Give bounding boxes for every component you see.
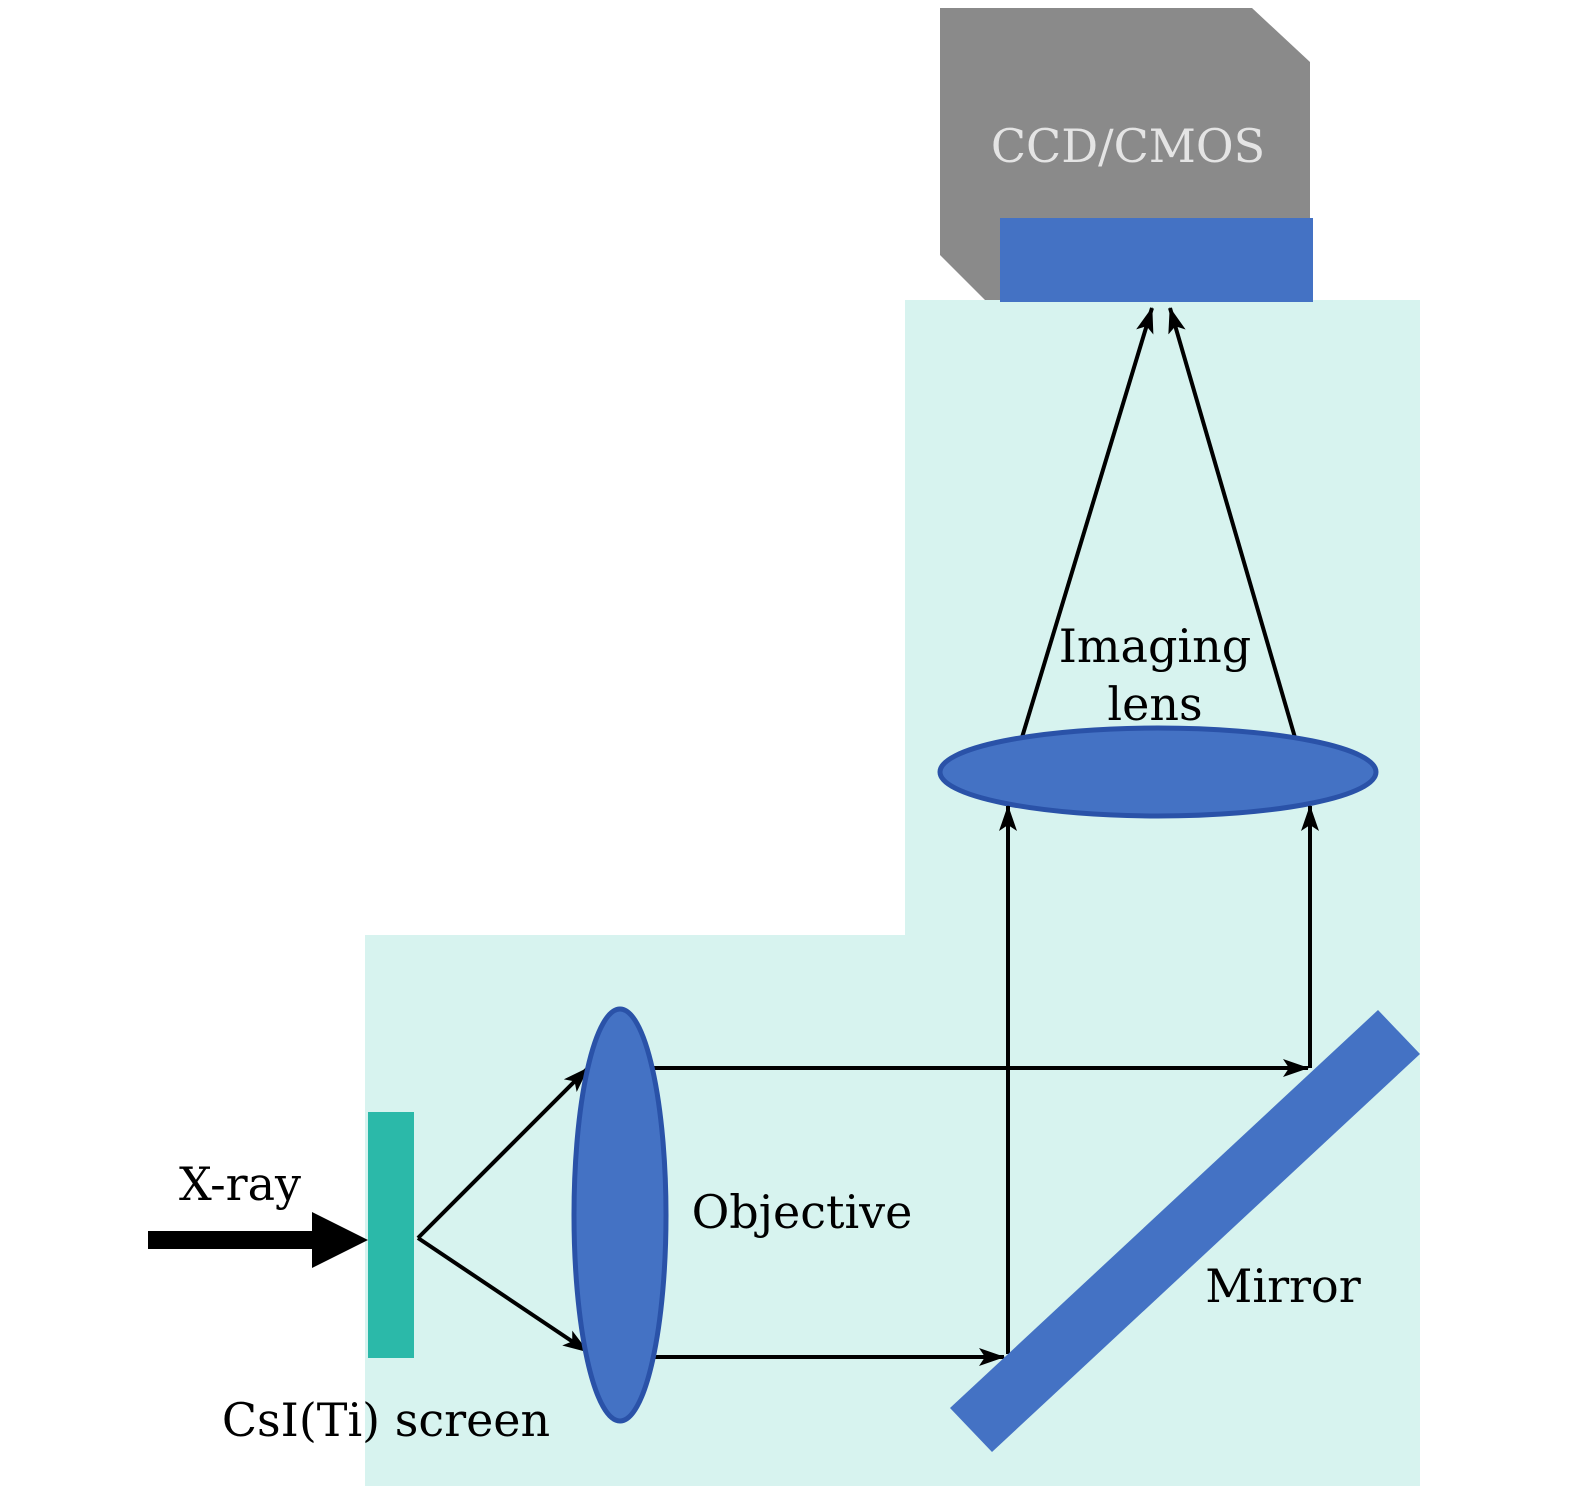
mirror bbox=[950, 1010, 1420, 1452]
xray-label: X-ray bbox=[179, 1157, 301, 1211]
scintillator-screen bbox=[368, 1112, 414, 1358]
xray-arrow bbox=[148, 1212, 368, 1268]
sensor-bar bbox=[1000, 218, 1313, 302]
imaging-lens-label-line2: lens bbox=[1107, 677, 1202, 731]
screen-label: CsI(Ti) screen bbox=[222, 1393, 550, 1447]
ray-screen-to-objective-bottom bbox=[416, 1236, 590, 1354]
ray-lens-to-sensor-left bbox=[1018, 307, 1154, 745]
objective-lens bbox=[571, 1006, 669, 1424]
ray-screen-to-objective-top bbox=[416, 1066, 590, 1240]
ray-lens-to-sensor-right bbox=[1168, 307, 1298, 742]
imaging-lens-label-line1: Imaging bbox=[1059, 619, 1251, 673]
ccd-cmos-label: CCD/CMOS bbox=[991, 119, 1265, 173]
mirror-label: Mirror bbox=[1205, 1259, 1360, 1313]
imaging-lens bbox=[937, 725, 1379, 819]
objective-label: Objective bbox=[692, 1185, 913, 1239]
